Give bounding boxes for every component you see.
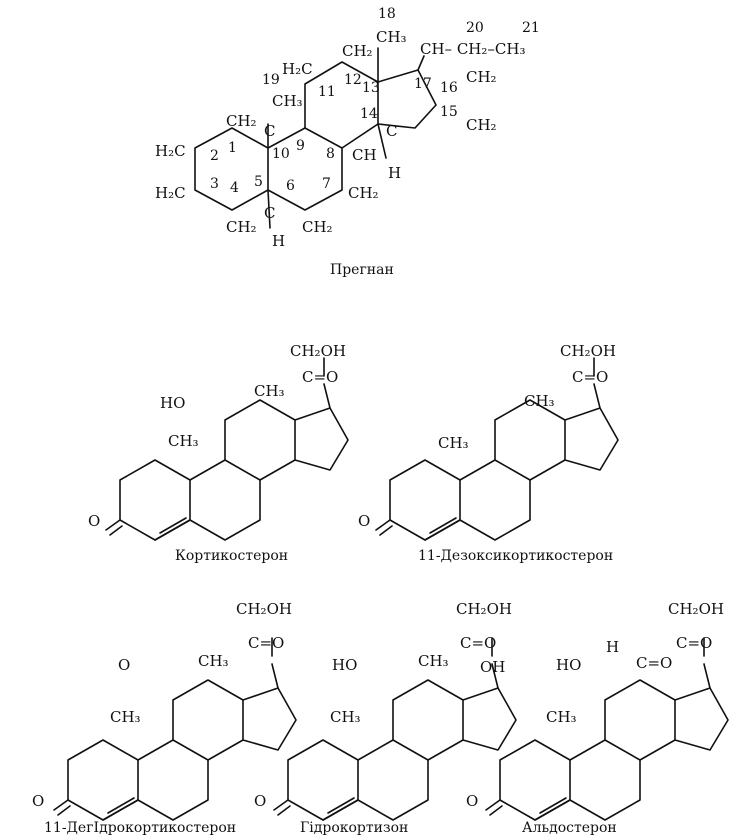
group-keto-3: O: [32, 792, 44, 810]
group-h2c-2: H₂C: [155, 142, 186, 160]
group-ch2-12: CH₂: [342, 42, 373, 60]
group-c5: C: [264, 204, 275, 222]
atom-number-1: 1: [228, 140, 237, 156]
group-co: C=O: [302, 368, 338, 386]
atom-number-8: 8: [326, 146, 335, 162]
group-ch3-19: CH₃: [546, 708, 577, 726]
group-keto-11: O: [118, 656, 130, 674]
atom-number-2: 2: [210, 148, 219, 164]
group-oh-17: OH: [480, 658, 505, 676]
atom-number-4: 4: [230, 180, 239, 196]
group-ch2-1: CH₂: [226, 112, 257, 130]
group-ch3-18: CH₃: [198, 652, 229, 670]
atom-number-20: 20: [466, 20, 484, 36]
group-ch2oh: CH₂OH: [668, 600, 724, 618]
group-co: C=O: [676, 634, 712, 652]
group-side-chain: CH– CH₂–CH₃: [420, 40, 525, 58]
group-ch3-18: CH₃: [376, 28, 407, 46]
atom-number-3: 3: [210, 176, 219, 192]
atom-number-9: 9: [296, 138, 305, 154]
group-ch2-16: CH₂: [466, 68, 497, 86]
caption-aldosterone: Альдостерон: [522, 820, 617, 836]
atom-number-11: 11: [318, 84, 336, 100]
atom-number-10: 10: [272, 146, 290, 162]
atom-number-18: 18: [378, 6, 396, 22]
group-ch2-4: CH₂: [226, 218, 257, 236]
group-aldehyde-co: C=O: [636, 654, 672, 672]
group-h14: H: [388, 164, 401, 182]
atom-number-12: 12: [344, 72, 362, 88]
group-ch2oh: CH₂OH: [456, 600, 512, 618]
group-ch3-19: CH₃: [272, 92, 303, 110]
group-ch2oh: CH₂OH: [290, 342, 346, 360]
group-h5: H: [272, 232, 285, 250]
atom-number-17: 17: [414, 76, 432, 92]
caption-deoxycorticosterone: 11-Дезоксикортикостерон: [418, 548, 613, 564]
atom-number-7: 7: [322, 176, 331, 192]
group-ho: HO: [160, 394, 185, 412]
atom-number-21: 21: [522, 20, 540, 36]
group-ch3-19: CH₃: [168, 432, 199, 450]
atom-number-16: 16: [440, 80, 458, 96]
caption-corticosterone: Кортикостерон: [175, 548, 288, 564]
group-ch2-7: CH₂: [348, 184, 379, 202]
atom-number-13: 13: [362, 80, 380, 96]
group-co: C=O: [572, 368, 608, 386]
structure-corticosterone: CH₂OH C=O CH₃ CH₃ HO O Кортикостерон: [88, 342, 349, 564]
group-ch2-15: CH₂: [466, 116, 497, 134]
atom-number-19: 19: [262, 72, 280, 88]
group-ch3-19: CH₃: [438, 434, 469, 452]
group-ch2-6: CH₂: [302, 218, 333, 236]
group-c14: C: [386, 122, 397, 140]
atom-number-6: 6: [286, 178, 295, 194]
atom-number-15: 15: [440, 104, 458, 120]
caption-hydrocortisone: Гідрокортизон: [300, 820, 408, 836]
group-ho: HO: [556, 656, 581, 674]
structure-deoxycorticosterone: CH₂OH C=O CH₃ CH₃ O 11-Дезоксикортикосте…: [358, 342, 619, 564]
structure-hydrocortisone: CH₂OH C=O CH₃ CH₃ HO OH O Гідрокортизон: [254, 600, 517, 836]
group-co: C=O: [460, 634, 496, 652]
group-ch8: CH: [352, 146, 377, 164]
group-ch3-18: CH₃: [254, 382, 285, 400]
group-ch3-19: CH₃: [330, 708, 361, 726]
group-ch2oh: CH₂OH: [560, 342, 616, 360]
structure-dehydrocorticosterone: CH₂OH C=O CH₃ CH₃ O O 11-ДегІдрокортикос…: [32, 600, 297, 836]
group-keto-o: O: [358, 512, 370, 530]
group-ch3-18: CH₃: [418, 652, 449, 670]
group-ch3-19: CH₃: [110, 708, 141, 726]
group-keto-o: O: [88, 512, 100, 530]
structure-aldosterone: CH₂OH C=O H C=O HO CH₃ O Альдостерон: [466, 600, 729, 836]
atom-number-14: 14: [360, 106, 378, 122]
caption-dehydrocorticosterone: 11-ДегІдрокортикостерон: [44, 820, 236, 836]
group-h2c-3: H₂C: [155, 184, 186, 202]
atom-number-5: 5: [254, 174, 263, 190]
group-keto-3: O: [254, 792, 266, 810]
group-ch2oh: CH₂OH: [236, 600, 292, 618]
group-co: C=O: [248, 634, 284, 652]
pregnane-structure: 2 1 3 4 5 6 7 8 9 10 11 12 13 14 15 16 1…: [155, 6, 540, 278]
group-h2c-11: H₂C: [282, 60, 313, 78]
group-c10: C: [264, 122, 275, 140]
caption-pregnane: Прегнан: [330, 262, 394, 278]
group-ch3-18: CH₃: [524, 392, 555, 410]
group-keto-3: O: [466, 792, 478, 810]
group-ho: HO: [332, 656, 357, 674]
group-h-aldehyde: H: [606, 638, 619, 656]
